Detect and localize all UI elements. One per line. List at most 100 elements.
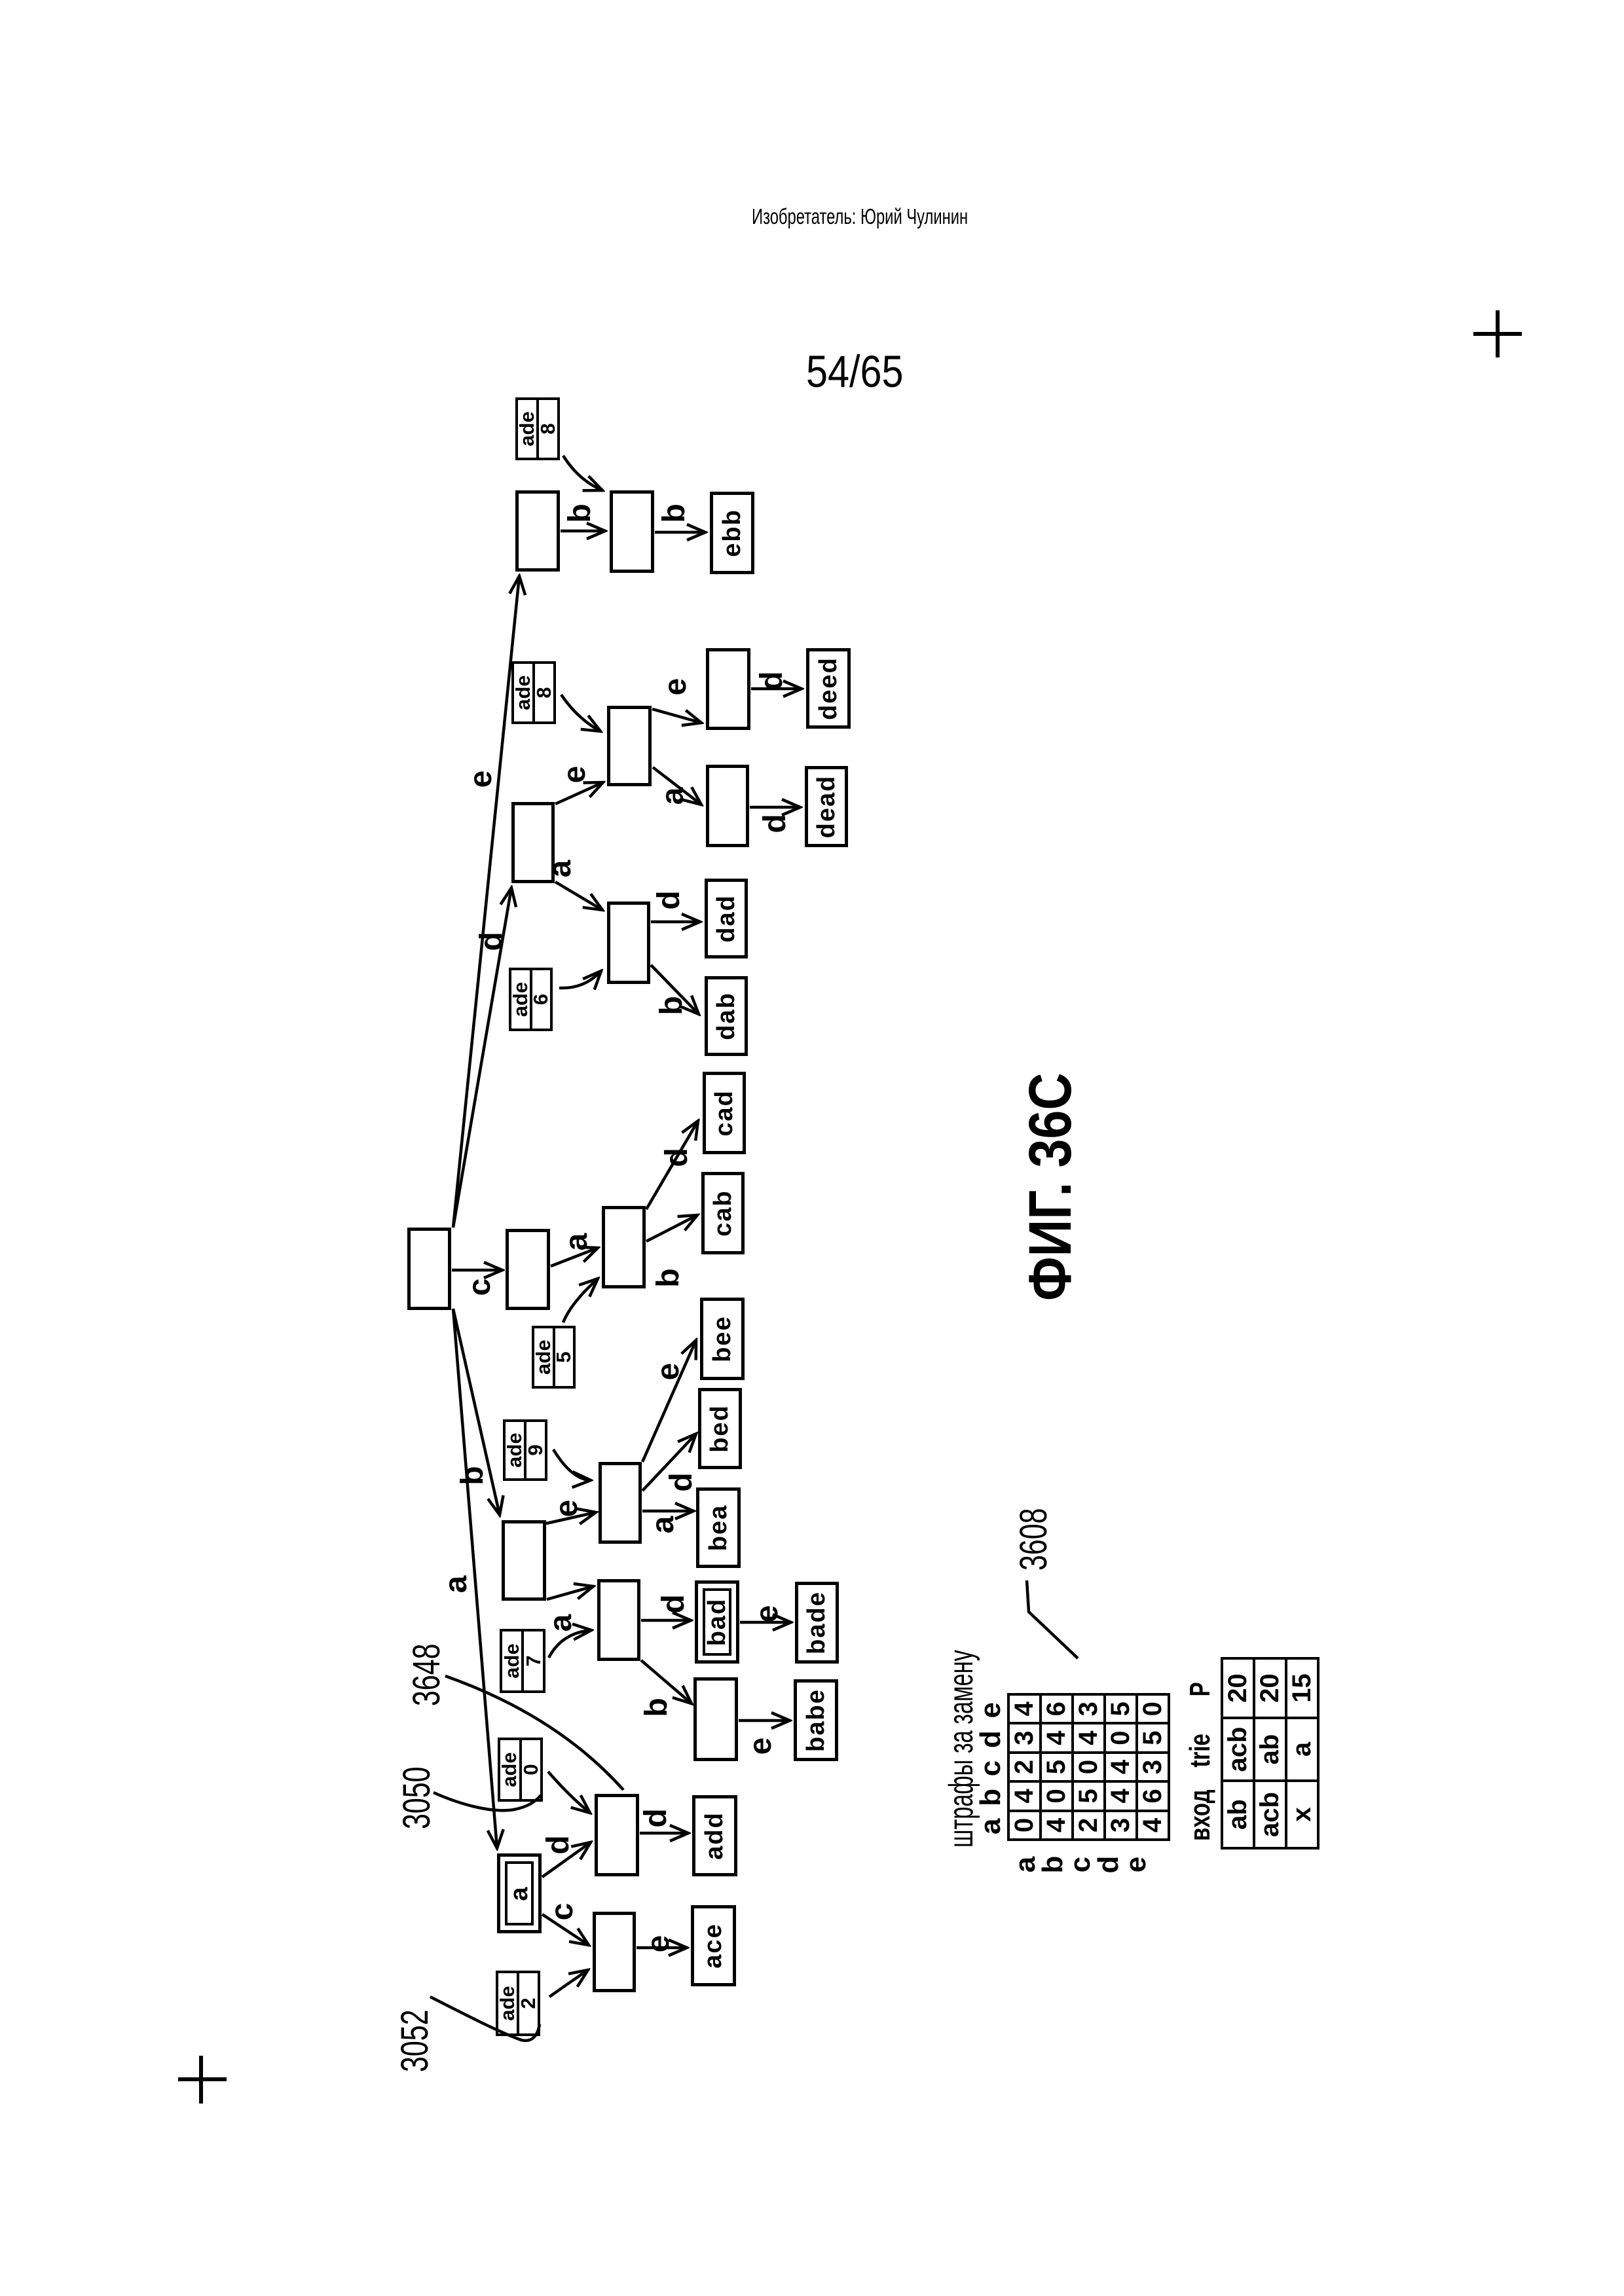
leader-r3050 [433,1791,542,1812]
ade-box-value: 8 [536,423,559,435]
trie-edges-layer: e d c b a b b e e d a d a d b a d b e e … [429,454,1079,2043]
penalty-cell: 0 [1105,1723,1137,1753]
trie-leaf-ebb: ebb [710,492,754,574]
figure-caption: ФИГ. 36С [1017,1072,1084,1301]
leaf-word: deed [814,657,842,720]
leaf-word: cad [710,1089,738,1137]
leaf-word: ace [699,1923,727,1969]
trie-leaf-cad: cad [703,1072,746,1154]
penalty-cell: 0 [1073,1752,1105,1782]
penalty-col-header-2: c [974,1760,1006,1777]
trie-node-c [506,1229,550,1310]
trie-leaf-dead: dead [805,766,848,847]
edge-label-b-be: e [549,1500,584,1518]
io-cell: 15 [1286,1658,1318,1718]
edge-label-d-de: e [557,766,592,784]
trie-node-e [515,490,560,572]
penalty-cell: 0 [1041,1781,1073,1811]
edge-label-bab-babe: e [743,1738,778,1755]
trie-node-da [607,902,650,984]
leaf-word: bed [706,1404,733,1453]
penalty-cell: 6 [1041,1694,1073,1724]
penalty-cell: 5 [1073,1781,1105,1811]
trie-leaf-add: add [692,1795,737,1876]
leaf-word: dab [712,992,740,1040]
io-col-header-text: вход [1184,1789,1216,1841]
trie-leaf-bee: bee [700,1298,745,1380]
penalty-cell: 2 [1008,1752,1041,1782]
ade-box-value: 2 [517,1997,540,2009]
penalty-cell: 3 [1008,1723,1041,1753]
edge-c-ca [550,1248,598,1268]
ref-label-3052: 3052 [394,2009,436,2072]
penalty-cell: 4 [1137,1810,1169,1840]
ade-box-label: ade [498,1740,522,1799]
edge-a-ad [541,1842,591,1878]
trie-node-bad-highlighted: bad [695,1580,739,1664]
io-col-header-0: вход [1184,1782,1217,1850]
edge-ba-bab [640,1659,692,1704]
edge-label-root-b: b [455,1466,490,1485]
trie-leaf-ace: ace [691,1905,736,1986]
leader-r3052 [429,1995,542,2043]
io-cell: ab [1222,1781,1254,1848]
ref-label-3608: 3608 [1012,1508,1055,1571]
io-cell: x [1286,1781,1318,1848]
trie-node-eb [610,490,654,573]
edge-label-b-ba: a [544,1614,578,1631]
io-cell: ab [1254,1718,1286,1781]
ade-pointer-eb [562,454,602,490]
edge-label-de-dee: e [658,678,693,696]
io-col-header-text: trie [1184,1734,1216,1768]
edge-label-ad-add: d [638,1808,673,1827]
ade-box-value: 9 [524,1444,547,1456]
trie-leaf-dad: dad [705,879,748,958]
penalty-col-header-4: e [974,1702,1006,1719]
penalty-cell: 4 [1041,1810,1073,1840]
edge-label-c-ca: a [559,1233,594,1250]
edge-root-e [451,576,519,1228]
page-number: 54/65 [806,346,904,397]
io-col-header-text: P [1184,1682,1216,1697]
trie-node-a-node-highlighted: a [497,1853,542,1933]
leaf-word: add [701,1812,728,1860]
node-word: a [505,1886,533,1901]
leaf-word: bee [708,1315,736,1362]
trie-node-root [407,1228,451,1310]
penalty-col-header-3: d [974,1730,1006,1749]
edge-label-de-dea: a [655,787,690,805]
penalty-cell: 3 [1105,1810,1137,1840]
edge-label-da-dad: d [652,890,686,909]
penalty-cell: 6 [1137,1781,1169,1811]
figure-36c-rotated-canvas: e d c b a b b e e d a d a d b a d b e e … [393,393,1318,2082]
trie-node-de [607,706,652,786]
edge-root-b [451,1308,500,1515]
trie-leaf-bed: bed [698,1388,742,1469]
edge-label-ca-cab: b [651,1268,686,1287]
edge-label-root-c: c [462,1279,497,1296]
trie-leaf-bade: bade [795,1582,839,1664]
trie-leaf-bea: bea [696,1487,741,1568]
leaf-word: dead [812,774,840,839]
ade-pointer-ba [547,1630,591,1659]
trie-node-b [502,1520,546,1601]
penalty-cell: 0 [1008,1810,1041,1840]
io-cell: 20 [1222,1658,1254,1718]
node-word: bad [703,1597,731,1647]
edge-label-ac-ace: e [641,1935,676,1953]
ade-pointer-be [552,1448,591,1480]
io-cell: a [1286,1718,1318,1781]
penalty-cell: 4 [1105,1781,1137,1811]
trie-node-d [511,802,555,883]
io-col-header-1: trie [1184,1719,1217,1782]
penalty-col-header-0: a [974,1818,1006,1835]
penalty-cell: 5 [1137,1723,1169,1753]
penalty-cell: 4 [1041,1723,1073,1753]
edge-label-dee-deed: d [754,671,789,690]
penalty-cell: 4 [1008,1694,1041,1724]
